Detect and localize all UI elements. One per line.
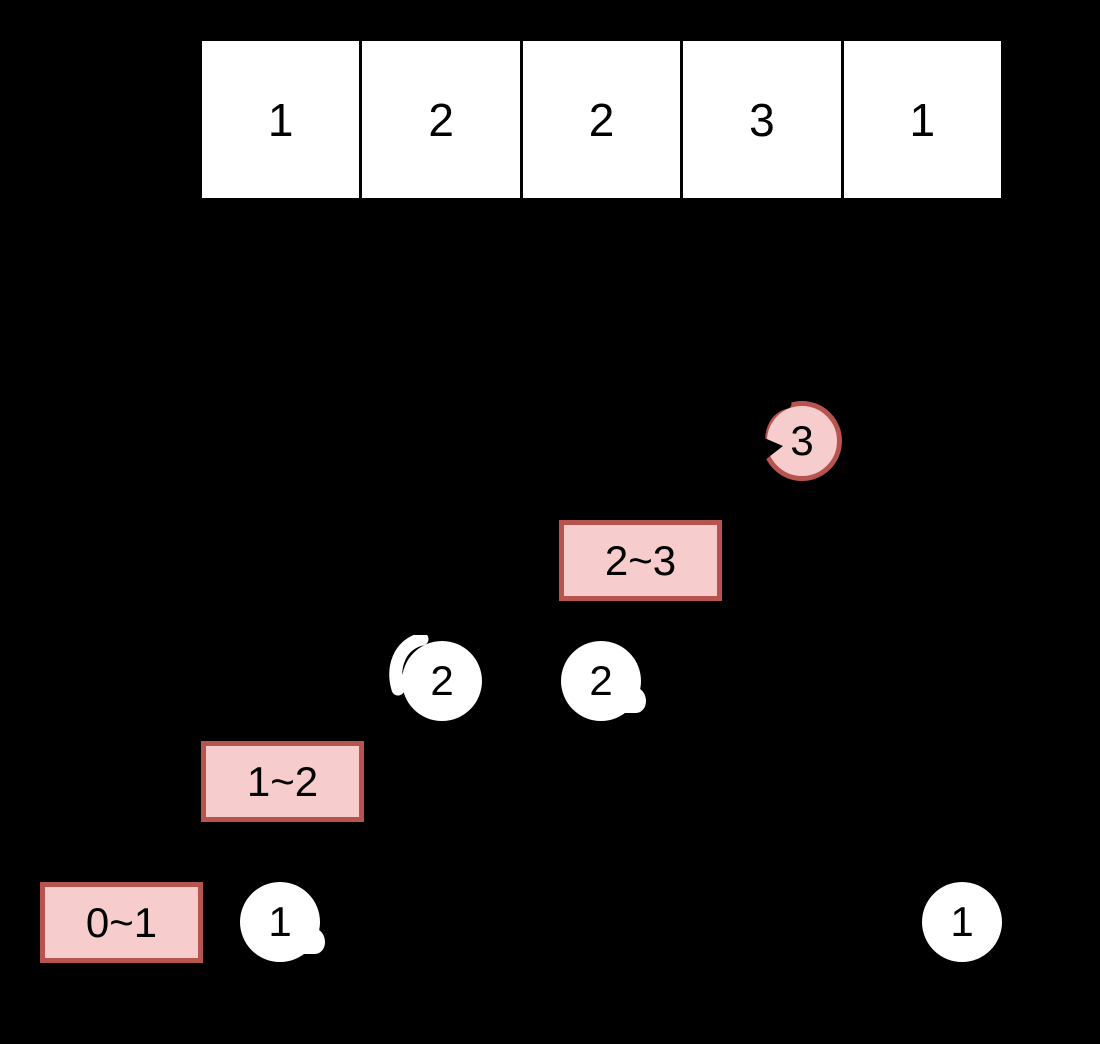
array-cell[interactable]: 2: [362, 41, 520, 198]
range-box-0-1[interactable]: 0~1: [40, 882, 203, 963]
array-table: 1 2 2 3 1: [202, 41, 1002, 198]
range-box-label: 2~3: [604, 536, 677, 584]
node-label: 1: [268, 898, 292, 945]
array-cell[interactable]: 1: [843, 41, 1002, 198]
node-tail: [303, 928, 325, 954]
array-cell[interactable]: 3: [683, 41, 841, 198]
range-box-label: 1~2: [246, 757, 319, 805]
node-circle-1-left[interactable]: 1: [240, 882, 325, 962]
node-label: 2: [430, 657, 454, 704]
range-box-2-3[interactable]: 2~3: [559, 520, 722, 601]
node-label: 2: [589, 657, 613, 704]
node-circle-1-right[interactable]: 1: [922, 882, 1002, 962]
node-circle-3[interactable]: 3: [755, 400, 842, 481]
node-tail: [624, 687, 646, 713]
node-label: 3: [790, 417, 814, 464]
node-circle-2-right[interactable]: 2: [561, 641, 646, 721]
node-circle-2-left[interactable]: 2: [389, 635, 482, 721]
array-cell[interactable]: 2: [522, 41, 681, 198]
node-label: 1: [950, 898, 974, 945]
range-box-1-2[interactable]: 1~2: [201, 741, 364, 822]
array-cell[interactable]: 1: [202, 41, 360, 198]
range-box-label: 0~1: [85, 898, 158, 946]
